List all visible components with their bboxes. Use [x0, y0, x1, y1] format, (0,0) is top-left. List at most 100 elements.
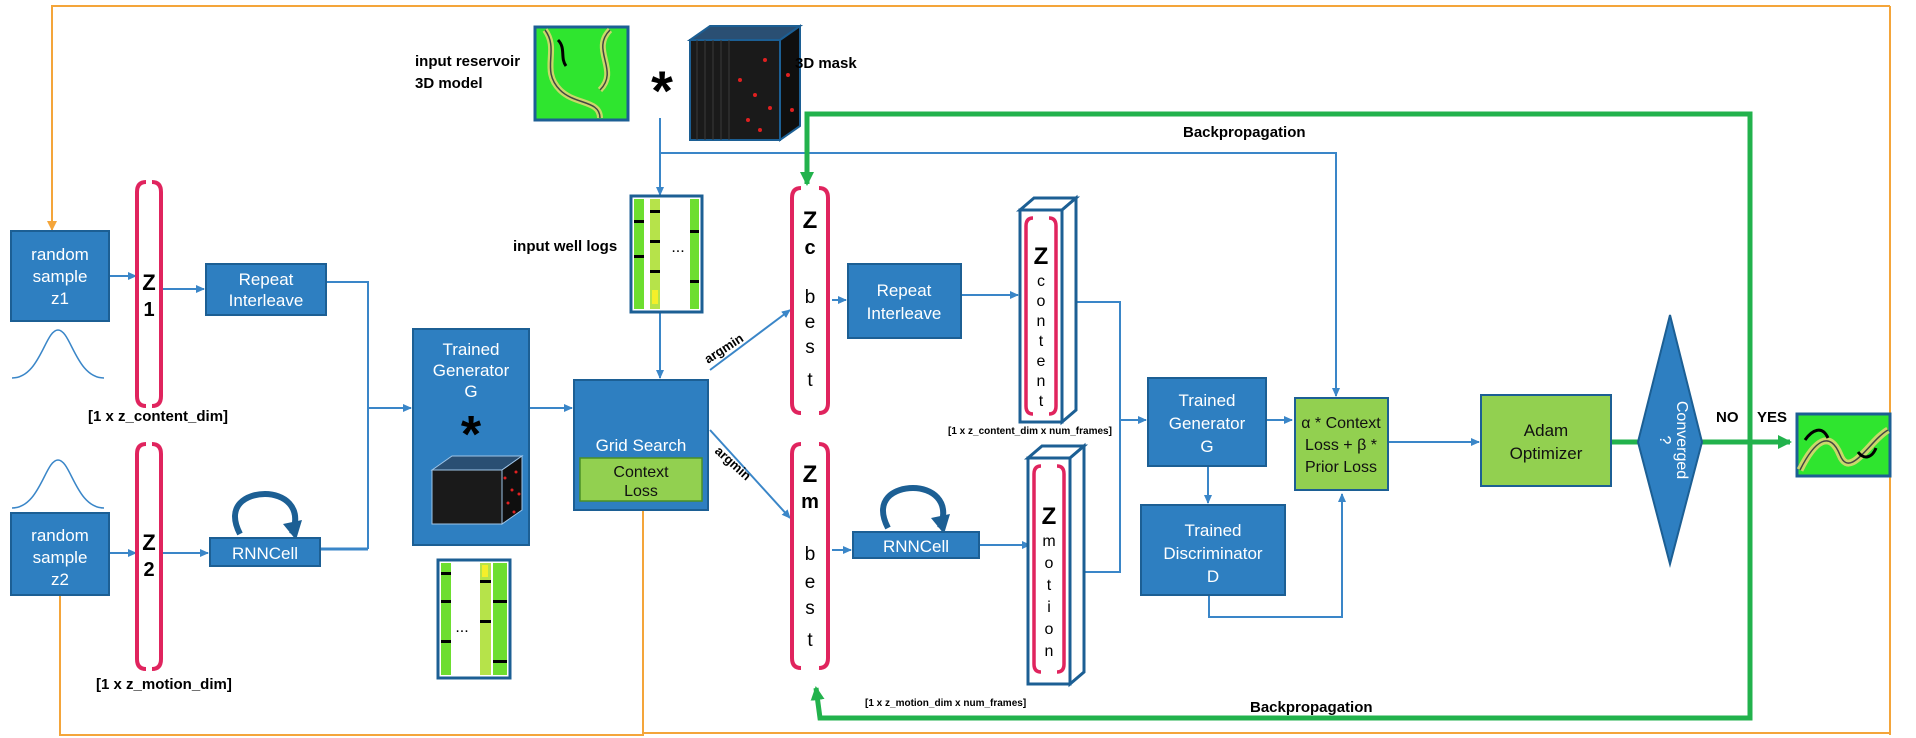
content-dim-label: [1 x z_content_dim]: [88, 408, 228, 425]
mini-mask-cube: [430, 455, 524, 525]
zc-best-vector: Z c b e s t: [790, 186, 830, 415]
mask-multiply-sign: *: [651, 59, 673, 122]
svg-text:e: e: [805, 312, 816, 333]
repeat1-line1: Repeat: [239, 270, 294, 289]
context-loss-line1: Context: [613, 464, 669, 481]
converged-decision: Converged ?: [1636, 314, 1704, 568]
well-log-bottom-ellipsis: ...: [455, 619, 468, 636]
motion-dim-label: [1 x z_motion_dim]: [96, 676, 232, 693]
zm-letter: Z: [803, 461, 818, 488]
argmin-bottom-label: argmin: [712, 443, 754, 483]
input-well-logs-label: input well logs: [513, 238, 617, 255]
svg-text:b: b: [805, 544, 816, 565]
adam-optimizer-box: Adam Optimizer: [1480, 394, 1612, 487]
rnncell-2-box: RNNCell: [852, 484, 980, 559]
repeat1-line2: Interleave: [229, 291, 304, 310]
svg-text:s: s: [805, 598, 815, 619]
random2-line2: sample: [33, 548, 88, 567]
orange-feedback-loop: [47, 5, 1891, 736]
grid-search-box: Grid Search Context Loss: [573, 379, 709, 511]
svg-text:t: t: [807, 630, 813, 651]
well-log-top-ellipsis: ...: [671, 239, 684, 256]
repeat-interleave-1-box: Repeat Interleave: [205, 263, 327, 316]
rnncell-1-box: RNNCell: [209, 490, 321, 567]
svg-text:o: o: [1045, 621, 1054, 638]
input-model-label-1: input reservoir: [415, 53, 520, 70]
gen1-multiply: *: [461, 406, 482, 464]
adam-line1: Adam: [1524, 421, 1568, 440]
disc-line2: Discriminator: [1163, 544, 1263, 563]
z2-vector: Z 2: [135, 442, 163, 671]
content-frames-label: [1 x z_content_dim x num_frames]: [948, 426, 1112, 437]
well-log-top: ...: [629, 194, 704, 314]
trained-generator-1-box: Trained Generator G *: [412, 328, 530, 546]
zm-sub: m: [801, 491, 819, 513]
well-log-bottom: ...: [436, 558, 512, 680]
gaussian-curve-2: [11, 459, 105, 509]
repeat2-line2: Interleave: [867, 304, 942, 323]
random2-line3: z2: [51, 570, 69, 589]
zm-best-vector: Z m b e s t: [790, 442, 830, 670]
loss-line1: α * Context: [1301, 415, 1381, 432]
gen1-line3: G: [464, 382, 477, 401]
gen2-line3: G: [1200, 437, 1213, 456]
loss-line2: Loss + β *: [1305, 437, 1377, 454]
yes-label: YES: [1757, 409, 1787, 426]
blue-arrows: [110, 118, 1480, 618]
output-reservoir-model: [1795, 412, 1892, 478]
random2-line1: random: [31, 526, 89, 545]
svg-text:e: e: [1037, 353, 1046, 370]
repeat-interleave-2-box: Repeat Interleave: [847, 263, 962, 339]
mask-label: 3D mask: [795, 55, 857, 72]
disc-line3: D: [1207, 567, 1219, 586]
z1-letter: Z: [142, 270, 155, 295]
backprop-top-label: Backpropagation: [1183, 124, 1306, 141]
rnn2-label: RNNCell: [883, 537, 949, 556]
zc-sub: c: [804, 237, 815, 259]
backprop-bottom-label: Backpropagation: [1250, 699, 1373, 716]
gen1-line1: Trained: [442, 340, 499, 359]
z2-letter: Z: [142, 530, 155, 555]
input-reservoir-model: [533, 25, 630, 122]
input-model-label-2: 3D model: [415, 75, 483, 92]
random1-line1: random: [31, 245, 89, 264]
random-sample-z2-box: random sample z2: [10, 512, 110, 596]
converged-line2: ?: [1656, 436, 1673, 445]
gen1-line2: Generator: [433, 361, 510, 380]
svg-text:b: b: [805, 287, 816, 308]
z2-index: 2: [143, 559, 154, 581]
z1-vector: Z 1: [135, 180, 163, 408]
grid-search-label: Grid Search: [596, 436, 687, 455]
svg-text:i: i: [1047, 599, 1051, 616]
gaussian-curve-1: [11, 329, 105, 379]
mask-cube: [686, 24, 804, 142]
svg-text:t: t: [1039, 393, 1044, 410]
loss-box: α * Context Loss + β * Prior Loss: [1294, 397, 1389, 491]
random1-line2: sample: [33, 267, 88, 286]
svg-text:o: o: [1037, 293, 1046, 310]
svg-text:m: m: [1042, 533, 1055, 550]
converged-line1: Converged: [1673, 401, 1690, 479]
svg-text:s: s: [805, 337, 815, 358]
adam-line2: Optimizer: [1510, 444, 1583, 463]
svg-text:n: n: [1045, 643, 1054, 660]
svg-text:t: t: [807, 370, 813, 391]
motion-frames-label: [1 x z_motion_dim x num_frames]: [865, 698, 1026, 709]
rnn1-label: RNNCell: [232, 544, 298, 563]
z-motion-vector: Z m o t i o n: [1023, 442, 1089, 688]
svg-text:t: t: [1039, 333, 1044, 350]
repeat2-line1: Repeat: [877, 281, 932, 300]
trained-discriminator-box: Trained Discriminator D: [1140, 504, 1286, 596]
trained-generator-2-box: Trained Generator G: [1147, 377, 1267, 467]
green-backprop: [800, 111, 1792, 721]
svg-text:Z: Z: [1034, 243, 1049, 270]
gen2-line1: Trained: [1178, 391, 1235, 410]
svg-text:t: t: [1047, 577, 1052, 594]
zc-letter: Z: [803, 207, 818, 234]
gen2-line2: Generator: [1169, 414, 1246, 433]
svg-text:Z: Z: [1042, 503, 1057, 530]
z1-index: 1: [143, 299, 154, 321]
random-sample-z1-box: random sample z1: [10, 230, 110, 322]
svg-text:n: n: [1037, 373, 1046, 390]
